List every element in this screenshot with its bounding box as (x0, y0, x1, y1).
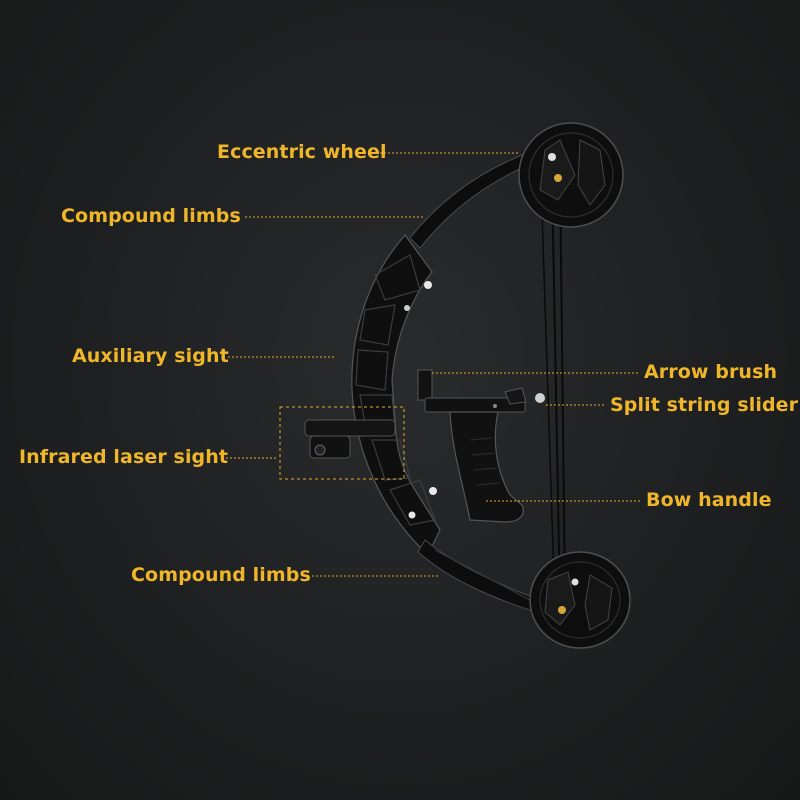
bow-grip (449, 411, 524, 523)
laser-sight (304, 419, 396, 459)
compound-limbs-top-label: Compound limbs (61, 205, 241, 227)
bow-handle-label: Bow handle (646, 489, 772, 511)
eccentric-wheel-label: Eccentric wheel (217, 141, 387, 163)
top-cam (518, 122, 624, 228)
laser-sight-highlight-box (279, 406, 405, 480)
string-split (539, 149, 556, 611)
auxiliary-sight-label: Auxiliary sight (72, 345, 229, 367)
compound-limbs-bottom-label: Compound limbs (131, 564, 311, 586)
string-cable (559, 169, 566, 601)
arrow-rest (417, 369, 545, 413)
leader-lines (222, 152, 640, 577)
infrared-laser-sight-label: Infrared laser sight (19, 446, 229, 468)
arrow-brush-label: Arrow brush (644, 361, 778, 383)
bow-strings (539, 149, 566, 611)
bow-riser (351, 234, 441, 556)
string-main (551, 177, 561, 606)
split-string-slider-label: Split string slider (610, 394, 799, 416)
bottom-cam (529, 551, 631, 649)
